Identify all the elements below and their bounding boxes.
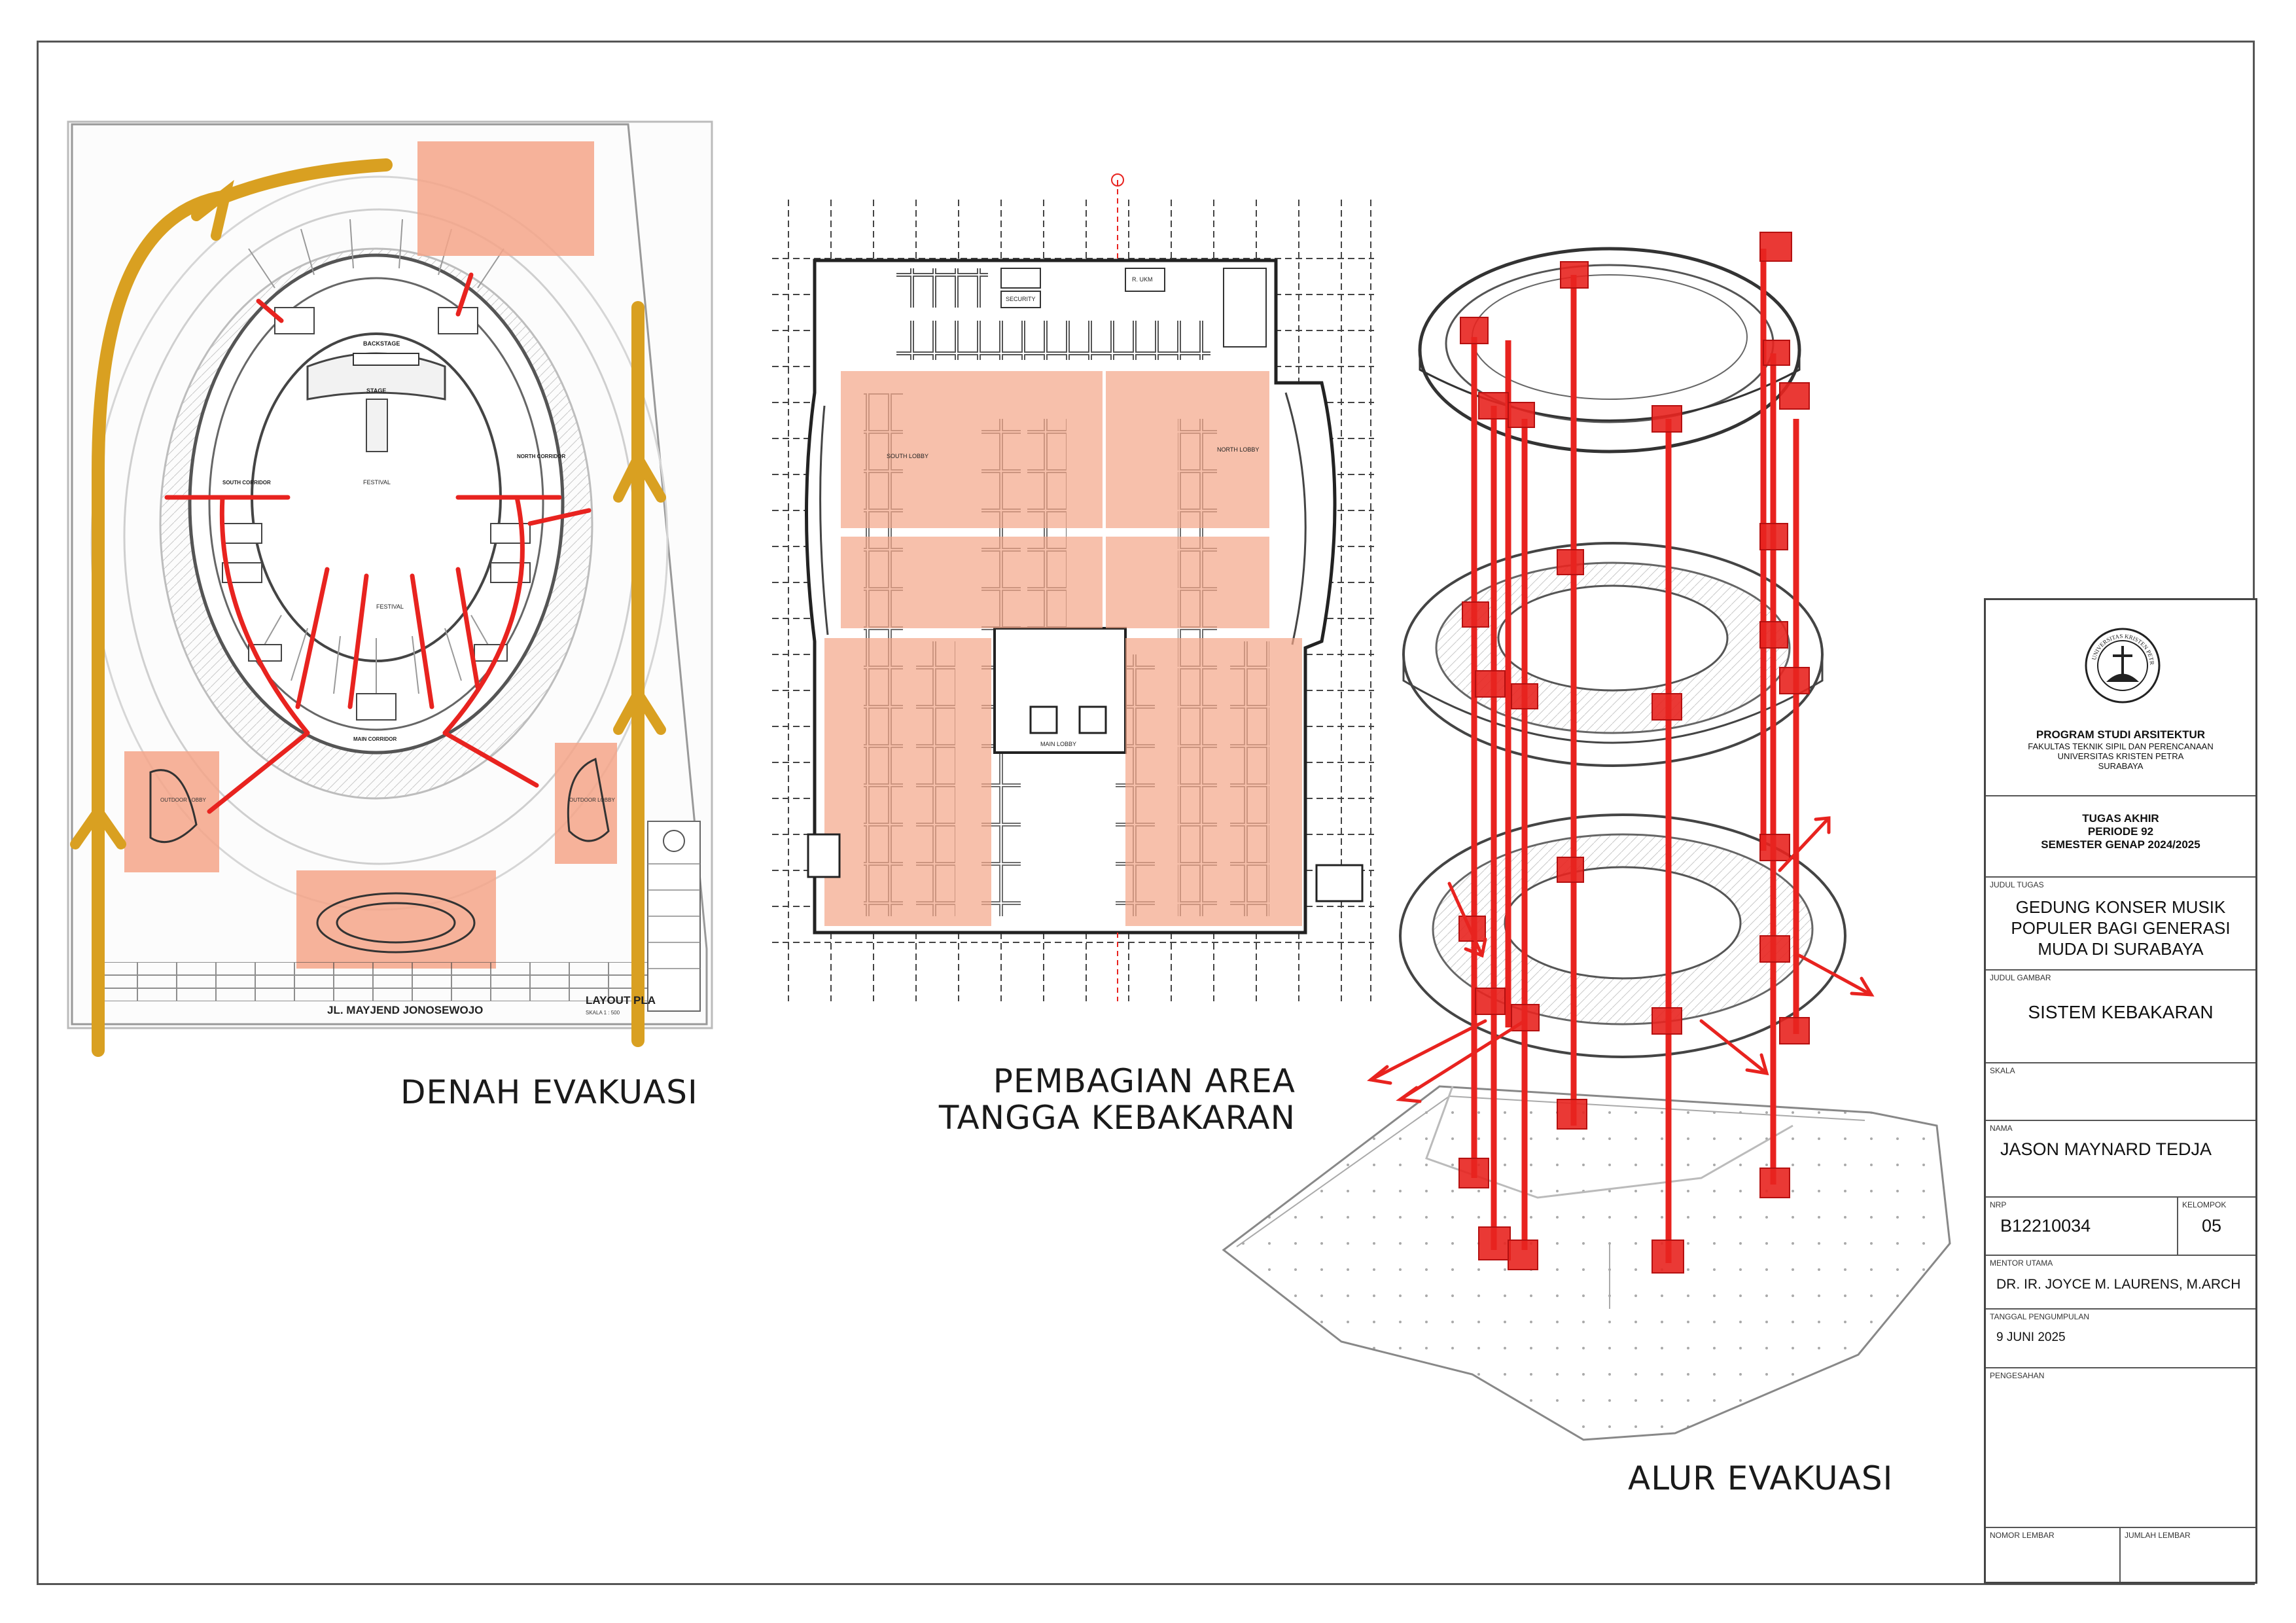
nama-label: NAMA (1990, 1124, 2013, 1133)
skala-label: SKALA (1990, 1066, 2015, 1075)
lembar-divider (2119, 1528, 2121, 1582)
mentor-value: DR. IR. JOYCE M. LAURENS, M.ARCH (1996, 1277, 2241, 1292)
caption-pembagian-line2: TANGGA KEBAKARAN (938, 1099, 1296, 1137)
tugas-line3: SEMESTER GENAP 2024/2025 (2041, 838, 2200, 851)
kelompok-label: KELOMPOK (2182, 1200, 2227, 1209)
festival-label: FESTIVAL (363, 479, 391, 486)
main-corridor-label: MAIN CORRIDOR (353, 736, 397, 742)
tugas-line1: TUGAS AKHIR (2082, 812, 2159, 825)
nrp-divider (2177, 1198, 2178, 1255)
title-block-header: UNIVERSITAS KRISTEN PETRA PROGRAM STUDI … (1986, 600, 2255, 796)
university-label: UNIVERSITAS KRISTEN PETRA (2057, 751, 2184, 761)
judul-gambar-label: JUDUL GAMBAR (1990, 973, 2051, 982)
judul-tugas-line1: GEDUNG KONSER MUSIK (2015, 897, 2226, 917)
judul-tugas-block: JUDUL TUGAS GEDUNG KONSER MUSIK POPULER … (1986, 878, 2255, 971)
judul-gambar-block: JUDUL GAMBAR SISTEM KEBAKARAN (1986, 971, 2255, 1063)
nrp-block: NRP B12210034 KELOMPOK 05 (1986, 1198, 2255, 1256)
stair-core-boxes (1458, 232, 1810, 1274)
fire-zone-areas (124, 141, 617, 969)
security-label: SECURITY (1006, 296, 1036, 302)
mentor-block: MENTOR UTAMA DR. IR. JOYCE M. LAURENS, M… (1986, 1256, 2255, 1310)
judul-tugas-line3: MUDA DI SURABAYA (2038, 939, 2204, 959)
title-block: UNIVERSITAS KRISTEN PETRA PROGRAM STUDI … (1984, 598, 2257, 1584)
judul-tugas-line2: POPULER BAGI GENERASI (2011, 918, 2231, 938)
jumlah-lembar-label: JUMLAH LEMBAR (2125, 1531, 2191, 1540)
program-studi-label: PROGRAM STUDI ARSITEKTUR (2036, 728, 2206, 741)
caption-denah-evakuasi: DENAH EVAKUASI (400, 1073, 698, 1111)
caption-pembagian-line1: PEMBAGIAN AREA (993, 1062, 1296, 1100)
nomor-lembar-label: NOMOR LEMBAR (1990, 1531, 2055, 1540)
nrp-value: B12210034 (2000, 1216, 2091, 1236)
tanggal-value: 9 JUNI 2025 (1996, 1330, 2066, 1344)
kelompok-value: 05 (2202, 1216, 2222, 1236)
pengesahan-label: PENGESAHAN (1990, 1371, 2045, 1380)
university-logo-icon: UNIVERSITAS KRISTEN PETRA (2083, 626, 2161, 704)
tugas-line2: PERIODE 92 (2087, 825, 2154, 838)
evacuation-routes (164, 272, 592, 814)
mentor-label: MENTOR UTAMA (1990, 1258, 2053, 1268)
outdoor-lobby-label-left: OUTDOOR LOBBY (160, 797, 206, 803)
north-lobby-label: NORTH LOBBY (1217, 446, 1259, 453)
nrp-label: NRP (1990, 1200, 2007, 1209)
site-plan-evacuation (67, 120, 713, 1057)
tanggal-block: TANGGAL PENGUMPULAN 9 JUNI 2025 (1986, 1310, 2255, 1368)
street-label: JL. MAYJEND JONOSEWOJO (327, 1004, 483, 1016)
scale-note-label: SKALA 1 : 500 (586, 1010, 620, 1016)
judul-gambar-value: SISTEM KEBAKARAN (2028, 1002, 2214, 1022)
north-corridor-label: NORTH CORRIDOR (517, 454, 565, 459)
stage-label: STAGE (366, 387, 386, 394)
layout-plan-label: LAYOUT PLA (586, 994, 656, 1007)
tugas-akhir-block: TUGAS AKHIR PERIODE 92 SEMESTER GENAP 20… (1986, 796, 2255, 878)
nama-value: JASON MAYNARD TEDJA (2000, 1139, 2212, 1159)
south-corridor-label: SOUTH CORRIDOR (222, 480, 271, 486)
fire-stair-zone-fills (824, 371, 1302, 926)
pengesahan-block: PENGESAHAN (1986, 1368, 2255, 1528)
tanggal-label: TANGGAL PENGUMPULAN (1990, 1312, 2090, 1321)
lembar-block: NOMOR LEMBAR JUMLAH LEMBAR (1986, 1528, 2255, 1582)
backstage-label: BACKSTAGE (363, 340, 400, 347)
festival-label-lower: FESTIVAL (376, 603, 404, 610)
main-evacuation-arrows (92, 158, 645, 1057)
city-label: SURABAYA (2098, 761, 2144, 771)
r-ukm-label: R. UKM (1132, 276, 1153, 283)
floor-plan-fire-stair-zones (772, 173, 1374, 1001)
axonometric-evacuation-flow (1222, 232, 1951, 1441)
judul-tugas-label: JUDUL TUGAS (1990, 880, 2044, 889)
exit-arrows (1367, 816, 1875, 1103)
main-lobby-label: MAIN LOBBY (1040, 741, 1076, 747)
caption-pembagian-area: PEMBAGIAN AREA TANGGA KEBAKARAN (903, 1063, 1296, 1136)
faculty-label: FAKULTAS TEKNIK SIPIL DAN PERENCANAAN (2028, 741, 2214, 751)
south-lobby-label: SOUTH LOBBY (887, 453, 928, 459)
outdoor-lobby-label-right: OUTDOOR LOBBY (569, 797, 615, 803)
caption-alur-evakuasi: ALUR EVAKUASI (1628, 1459, 1894, 1497)
skala-block: SKALA (1986, 1063, 2255, 1121)
nama-block: NAMA JASON MAYNARD TEDJA (1986, 1121, 2255, 1198)
